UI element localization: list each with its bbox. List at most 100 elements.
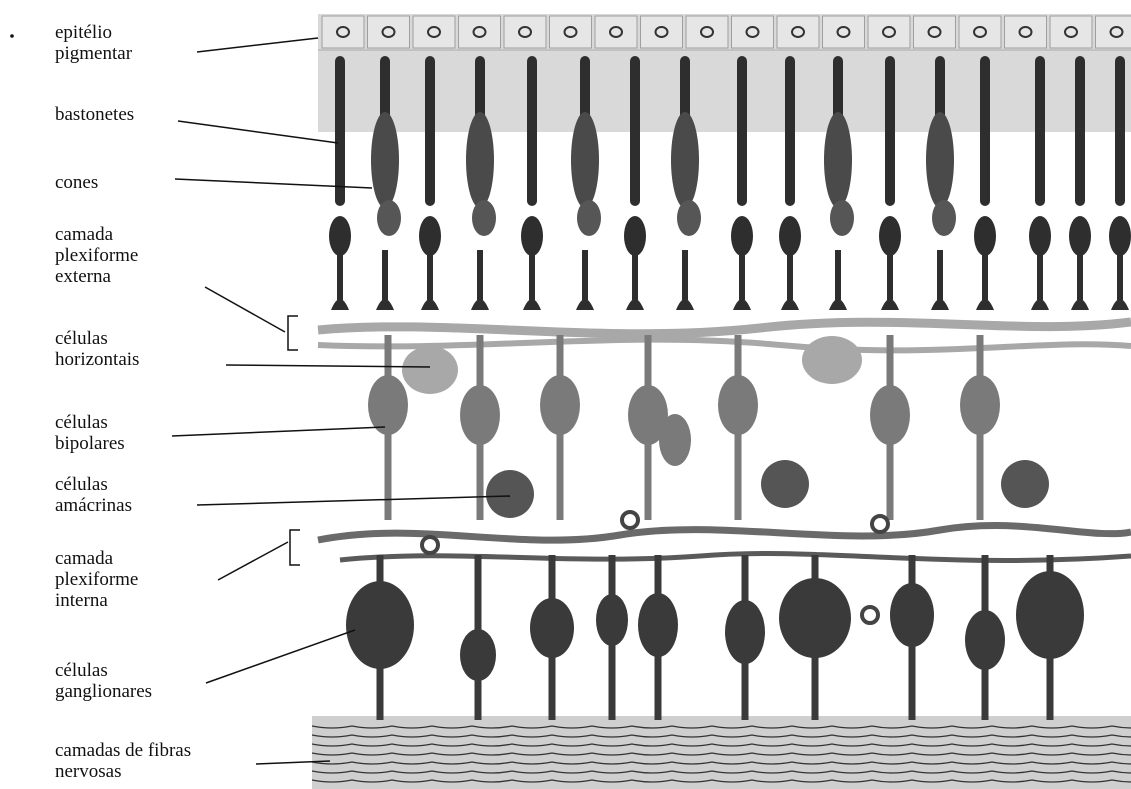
- rod-outer: [1115, 56, 1125, 206]
- photoreceptor-axon: [739, 250, 745, 300]
- amacrine-loop: [622, 512, 638, 528]
- rod-outer: [1075, 56, 1085, 206]
- amacrine-process: [318, 526, 1131, 541]
- synaptic-terminal: [976, 299, 994, 310]
- synaptic-terminal: [881, 299, 899, 310]
- leader-lines: [10, 34, 510, 764]
- bipolar-cells: [368, 335, 1000, 520]
- cone-body: [932, 200, 956, 236]
- cone-inner-segment: [671, 112, 699, 208]
- pigment-epithelium-layer: [318, 14, 1131, 132]
- bipolar-cell-body: [368, 375, 408, 435]
- pigment-cell: [413, 16, 455, 48]
- bipolar-cell-body: [718, 375, 758, 435]
- synaptic-terminal: [331, 299, 349, 310]
- synaptic-terminal: [676, 299, 694, 310]
- horizontal-cell-body: [802, 336, 862, 384]
- ganglion-cell-body: [965, 610, 1005, 670]
- amacrine-loop: [862, 607, 878, 623]
- pigment-cell: [823, 16, 865, 48]
- synaptic-terminal: [376, 299, 394, 310]
- bipolar-cell-body: [870, 385, 910, 445]
- photoreceptor-axon: [787, 250, 793, 300]
- photoreceptor-axon: [427, 250, 433, 300]
- photoreceptor-axon: [582, 250, 588, 300]
- pigment-cell: [686, 16, 728, 48]
- pigment-cell: [1050, 16, 1092, 48]
- rod-outer: [527, 56, 537, 206]
- synaptic-terminal: [1031, 299, 1049, 310]
- pigment-cell: [914, 16, 956, 48]
- leader-line: [197, 38, 318, 52]
- pigment-cell: [322, 16, 364, 48]
- synaptic-terminal: [1111, 299, 1129, 310]
- label-cones: cones: [55, 172, 98, 193]
- rod-outer: [980, 56, 990, 206]
- synaptic-terminal: [523, 299, 541, 310]
- synaptic-terminal: [471, 299, 489, 310]
- outer-plexiform-bracket: [288, 316, 298, 350]
- rod-outer: [335, 56, 345, 206]
- photoreceptor-axon: [1077, 250, 1083, 300]
- photoreceptor-axon: [382, 250, 388, 300]
- cone-body: [577, 200, 601, 236]
- inner-plexiform-bracket: [290, 530, 300, 565]
- leader-line: [206, 630, 355, 683]
- synaptic-terminal: [829, 299, 847, 310]
- horizontal-process: [318, 322, 1131, 334]
- photoreceptor-axon: [529, 250, 535, 300]
- rod-outer: [885, 56, 895, 206]
- amacrine-cell-body: [761, 460, 809, 508]
- horizontal-cell-body: [402, 346, 458, 394]
- amacrine-cells: [318, 460, 1131, 623]
- pigment-cell: [595, 16, 637, 48]
- leader-line: [218, 542, 288, 580]
- pigment-cell: [459, 16, 501, 48]
- synaptic-terminal: [931, 299, 949, 310]
- leader-line: [172, 427, 385, 436]
- photoreceptor-axon: [337, 250, 343, 300]
- cone-body: [472, 200, 496, 236]
- synaptic-terminal: [1071, 299, 1089, 310]
- rod-outer: [630, 56, 640, 206]
- synaptic-terminal: [733, 299, 751, 310]
- pigment-cell: [868, 16, 910, 48]
- photoreceptor-axon: [682, 250, 688, 300]
- ganglion-cell-body: [460, 629, 496, 681]
- photoreceptor-axon: [632, 250, 638, 300]
- cone-inner-segment: [926, 112, 954, 208]
- cone-body: [830, 200, 854, 236]
- synaptic-terminal: [576, 299, 594, 310]
- stray-dot: [10, 34, 14, 38]
- cone-inner-segment: [466, 112, 494, 208]
- pigment-cell: [959, 16, 1001, 48]
- pigment-cell: [504, 16, 546, 48]
- pigment-cell: [1096, 16, 1131, 48]
- synaptic-terminal: [781, 299, 799, 310]
- pigment-cell: [777, 16, 819, 48]
- leader-line: [197, 496, 510, 505]
- amacrine-loop: [422, 537, 438, 553]
- ganglion-cell-body: [638, 593, 678, 657]
- cone-inner-segment: [824, 112, 852, 208]
- pigment-cell: [1005, 16, 1047, 48]
- amacrine-cell-body: [486, 470, 534, 518]
- photoreceptor-axon: [887, 250, 893, 300]
- cone-inner-segment: [371, 112, 399, 208]
- ganglion-cell-body: [890, 583, 934, 647]
- rod-outer: [785, 56, 795, 206]
- cone-inner-segment: [571, 112, 599, 208]
- photoreceptor-axon: [477, 250, 483, 300]
- nerve-fiber-layer: [312, 716, 1131, 789]
- leader-line: [178, 121, 338, 143]
- amacrine-cell-body: [1001, 460, 1049, 508]
- ganglion-cell-body: [779, 578, 851, 658]
- ganglion-cells: [346, 555, 1084, 720]
